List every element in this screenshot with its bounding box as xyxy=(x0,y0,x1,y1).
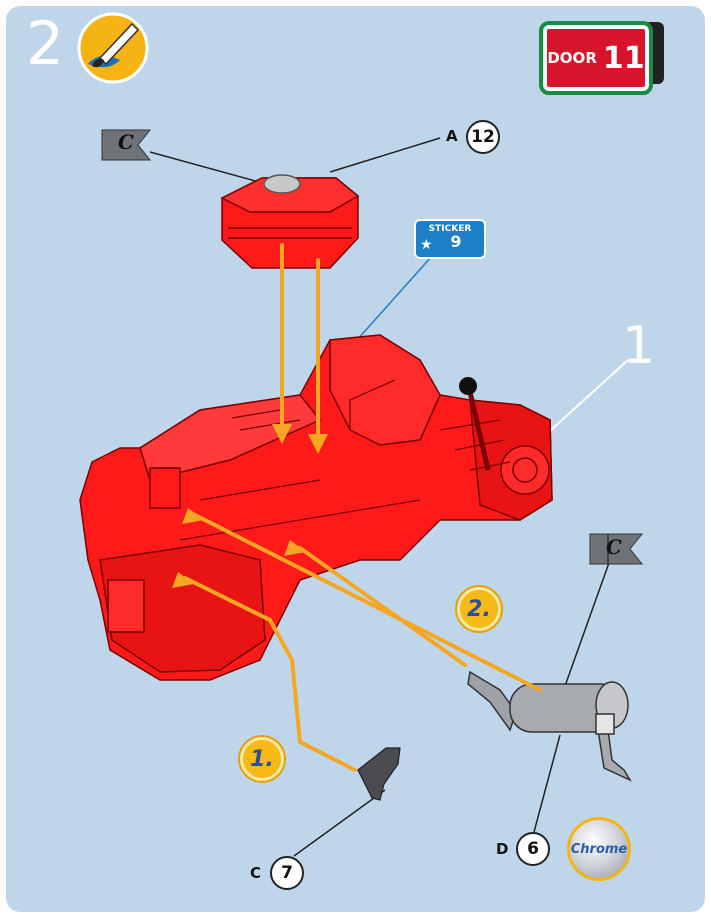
door-label: DOOR xyxy=(547,49,597,67)
part-c-quantity: 7 xyxy=(270,856,304,890)
step-number: 2 xyxy=(26,9,65,79)
sticker-tag: STICKER ★ 9 xyxy=(414,219,486,259)
part-a-quantity: 12 xyxy=(466,120,500,154)
flag-c-right xyxy=(589,533,644,566)
gear-lever xyxy=(459,377,491,471)
flag-c-top-label: C xyxy=(118,130,134,154)
fuel-tank xyxy=(220,174,360,269)
flag-c-top xyxy=(101,129,152,161)
part-d-letter: D xyxy=(496,840,509,858)
part-d-quantity: 6 xyxy=(516,832,550,866)
assembly-arrows xyxy=(183,243,542,772)
engine-body xyxy=(79,334,553,681)
silencer xyxy=(467,670,632,782)
sticker-label: STICKER xyxy=(428,224,472,234)
part-a-letter: A xyxy=(446,127,458,145)
door-number: 11 xyxy=(602,40,645,76)
part-number-label: 1 xyxy=(622,316,656,376)
chrome-finish-badge: Chrome xyxy=(567,817,631,881)
star-icon: ★ xyxy=(420,237,433,253)
paintbrush-icon xyxy=(77,12,149,84)
flag-c-right-label: C xyxy=(606,535,622,559)
part-c-letter: C xyxy=(250,864,262,882)
order-badge-first: 1. xyxy=(240,737,284,781)
chrome-label: Chrome xyxy=(570,841,628,857)
door-badge: DOOR 11 xyxy=(539,21,653,95)
bracket-part xyxy=(357,747,401,801)
arrow-heads xyxy=(172,424,328,588)
order-badge-second: 2. xyxy=(457,587,501,631)
sticker-number: 9 xyxy=(450,232,462,251)
